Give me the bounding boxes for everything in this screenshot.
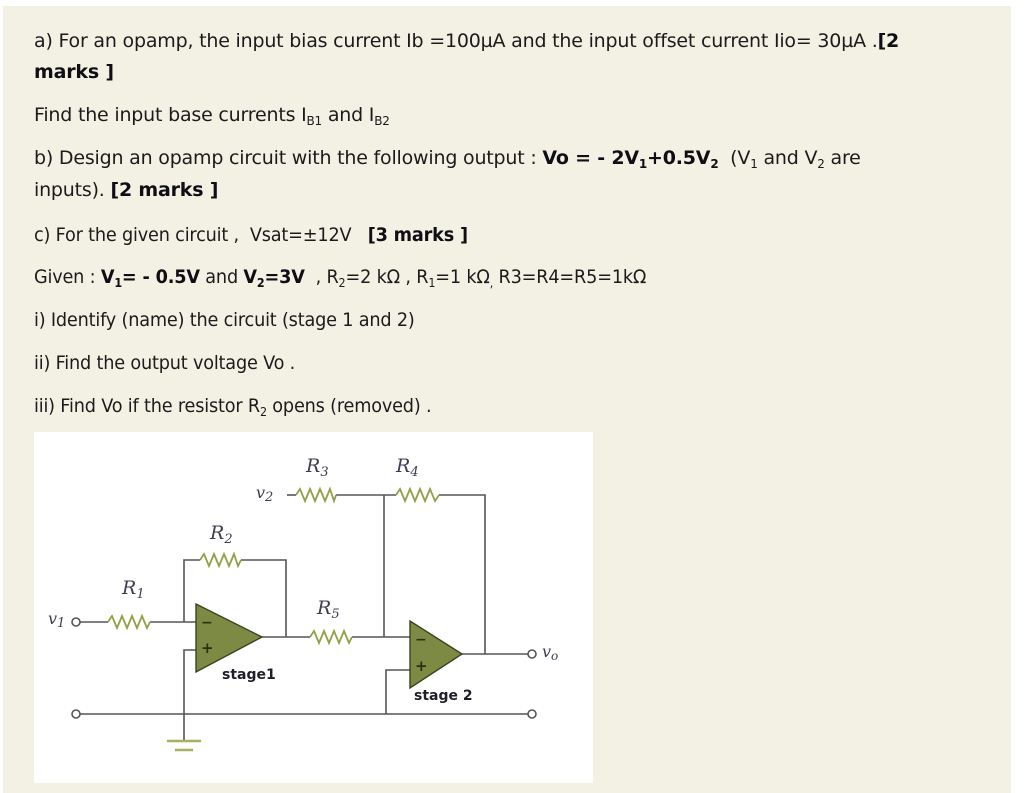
v2-label: V (243, 266, 257, 288)
terminals (71, 617, 537, 719)
r345-value: R3=R4=R5=1kΩ (493, 266, 647, 288)
part-a-line2: marks ] (34, 58, 114, 86)
opamp1-plus: + (201, 639, 214, 657)
find-and: and I (321, 104, 375, 126)
part-a-line1: a) For an opamp, the input bias current … (34, 27, 899, 55)
circuit-diagram: − + − + R1 R2 R3 R4 R5 v1 v2 vo stage1 s… (34, 432, 593, 783)
question-iii: iii) Find Vo if the resistor R (34, 395, 260, 417)
v2-sub: 2 (256, 276, 265, 290)
paren-end: are (824, 147, 861, 169)
given-and: and (199, 266, 244, 288)
part-b-text: b) Design an opamp circuit with the foll… (34, 147, 543, 169)
vo-label: vo (542, 642, 558, 663)
v1-sub: 1 (114, 276, 122, 290)
v1-label: v1 (48, 609, 65, 631)
r2-text: , R (304, 266, 339, 288)
ground-icon (167, 739, 201, 752)
part-b-equation: Vo = - 2V1+0.5V2 (542, 147, 719, 171)
r1-value: =1 kΩ (435, 266, 490, 288)
part-a-text: a) For an opamp, the input bias current … (34, 30, 878, 52)
r5-label: R5 (316, 597, 340, 622)
ib2-sub: B2 (374, 114, 390, 128)
r2-label: R2 (209, 522, 233, 547)
opamp2-plus: + (415, 657, 428, 675)
r1-sub: 1 (428, 276, 436, 290)
wires (80, 494, 528, 740)
v2-value: =3V (264, 266, 305, 288)
part-b-inputs: inputs). (34, 179, 111, 201)
ib1-sub: B1 (306, 114, 323, 128)
part-a-find: Find the input base currents IB1 and IB2 (34, 101, 390, 129)
part-b-line1: b) Design an opamp circuit with the foll… (34, 144, 861, 172)
r1-resistor-icon (107, 613, 151, 631)
r2-value: =2 kΩ , R (345, 266, 429, 288)
paren-sub2: 2 (817, 157, 825, 171)
part-a-marks-end: marks ] (34, 61, 114, 83)
ground-left-terminal (71, 709, 81, 719)
eq-sub2: 2 (710, 157, 719, 171)
paren-open: (V (718, 147, 751, 169)
stage1-label: stage1 (222, 667, 276, 683)
opamp1-minus: − (201, 615, 213, 631)
q3-suffix: opens (removed) . (266, 395, 432, 417)
v1-label: V (100, 266, 115, 288)
r3-label: R3 (305, 455, 329, 480)
opamp-stage1-icon (195, 602, 264, 674)
q3-sub: 2 (259, 405, 267, 419)
part-c-intro: c) For the given circuit , Vsat=±12V [3 … (34, 221, 468, 249)
r2-sub: 2 (338, 276, 346, 290)
part-c-marks: [3 marks ] (367, 224, 468, 246)
r5-resistor-icon (309, 628, 353, 646)
eq-vo: Vo = - 2V (542, 147, 639, 169)
stage2-label: stage 2 (414, 688, 473, 704)
r1-label: R1 (121, 577, 145, 602)
circuit-svg: − + − + R1 R2 R3 R4 R5 v1 v2 vo stage1 s… (48, 455, 558, 752)
paren-and: and V (757, 147, 818, 169)
r4-resistor-icon (395, 486, 440, 504)
r2-resistor-icon (199, 551, 242, 569)
vo-terminal (527, 649, 537, 659)
opamp-stage2-icon (409, 619, 464, 690)
part-b-marks: [2 marks ] (110, 179, 219, 201)
paren-sub1: 1 (750, 157, 758, 171)
part-c-q1: i) Identify (name) the circuit (stage 1 … (34, 306, 415, 334)
eq-sub1: 1 (638, 157, 648, 171)
find-text: Find the input base currents I (34, 104, 307, 126)
part-c-q3: iii) Find Vo if the resistor R2 opens (r… (34, 392, 432, 420)
given-label: Given : (34, 266, 101, 288)
v1-value: = - 0.5V (121, 266, 200, 288)
part-c-text: c) For the given circuit , Vsat=±12V (34, 224, 368, 246)
question-i: i) Identify (name) the circuit (stage 1 … (34, 309, 415, 331)
opamp2-minus: − (415, 632, 427, 648)
v1-terminal (71, 617, 81, 627)
r3-resistor-icon (295, 486, 337, 504)
v2-label: v2 (256, 483, 273, 505)
eq-mid: +0.5V (647, 147, 711, 169)
question-ii: ii) Find the output voltage Vo . (34, 352, 296, 374)
r4-label: R4 (395, 455, 419, 480)
stray-comma: , (489, 276, 494, 290)
part-b-line2: inputs). [2 marks ] (34, 176, 218, 204)
ground-right-terminal (527, 709, 537, 719)
part-a-marks-start: [2 (877, 30, 900, 52)
part-c-given: Given : V1= - 0.5V and V2=3V , R2=2 kΩ ,… (34, 263, 646, 291)
part-c-q2: ii) Find the output voltage Vo . (34, 349, 295, 377)
